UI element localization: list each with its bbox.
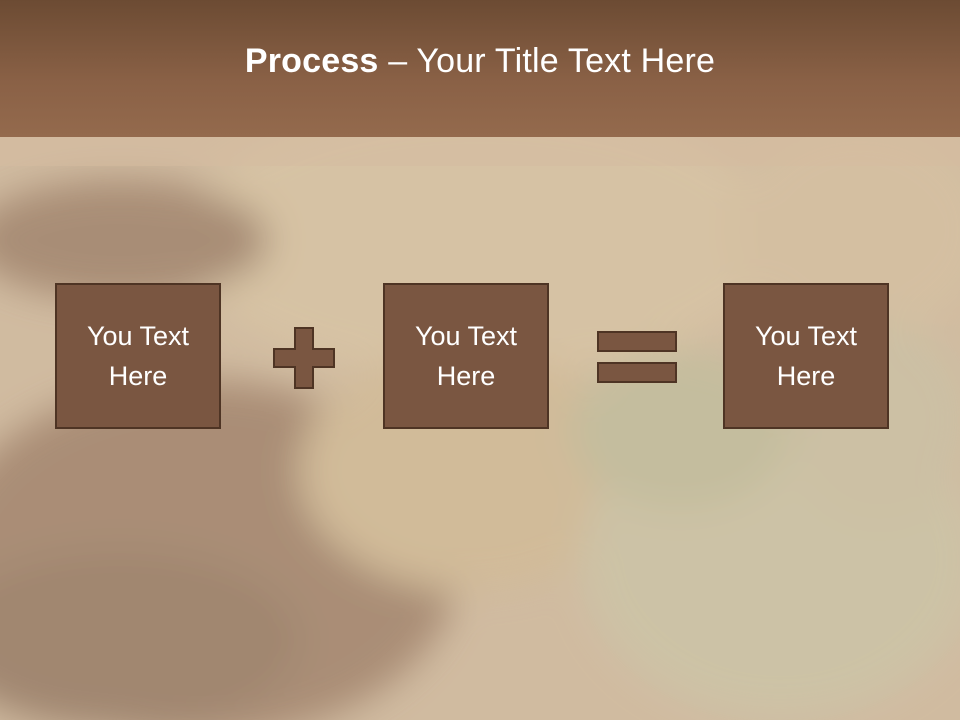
- process-box-2[interactable]: You Text Here: [383, 283, 549, 429]
- process-box-1[interactable]: You Text Here: [55, 283, 221, 429]
- process-box-1-text: You Text Here: [86, 321, 190, 391]
- title-bold: Process: [244, 42, 379, 80]
- slide-title: Process – Your Title Text Here: [245, 42, 715, 81]
- equals-icon: [597, 331, 677, 383]
- title-rest: – Your Title Text Here: [378, 42, 716, 80]
- process-box-3[interactable]: You Text Here: [723, 283, 889, 429]
- process-box-3-text: You Text Here: [754, 321, 858, 391]
- header-accent-strip: [0, 137, 960, 166]
- title-bar: Process – Your Title Text Here: [0, 0, 960, 137]
- plus-icon: [273, 327, 335, 389]
- process-box-2-text: You Text Here: [414, 321, 518, 391]
